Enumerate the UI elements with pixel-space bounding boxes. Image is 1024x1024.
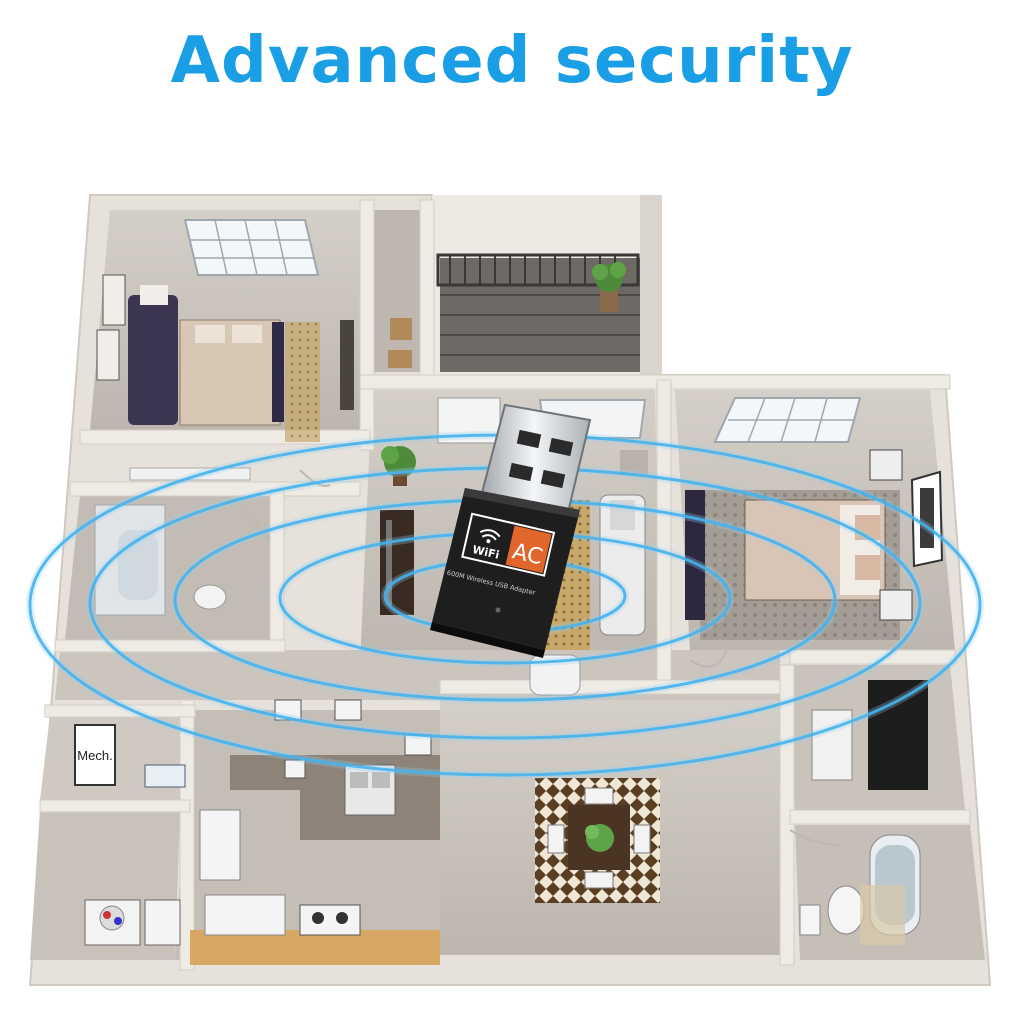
bedroom-left-furniture [96, 274, 412, 442]
door-swings [239, 469, 841, 846]
wifi-logo-text: WiFi [471, 543, 500, 562]
kitchen-furniture [190, 699, 440, 965]
balcony-plant [592, 262, 626, 312]
utility-rooms [74, 724, 186, 946]
dining-area [535, 778, 660, 903]
right-bath-fixtures [799, 680, 928, 945]
wifi-ac-logo [461, 512, 556, 577]
headline: Advanced security [170, 24, 854, 98]
wifi-icon [479, 529, 501, 541]
utility-box-label: Mech. [77, 748, 112, 763]
left-bath-fixtures [94, 467, 251, 616]
